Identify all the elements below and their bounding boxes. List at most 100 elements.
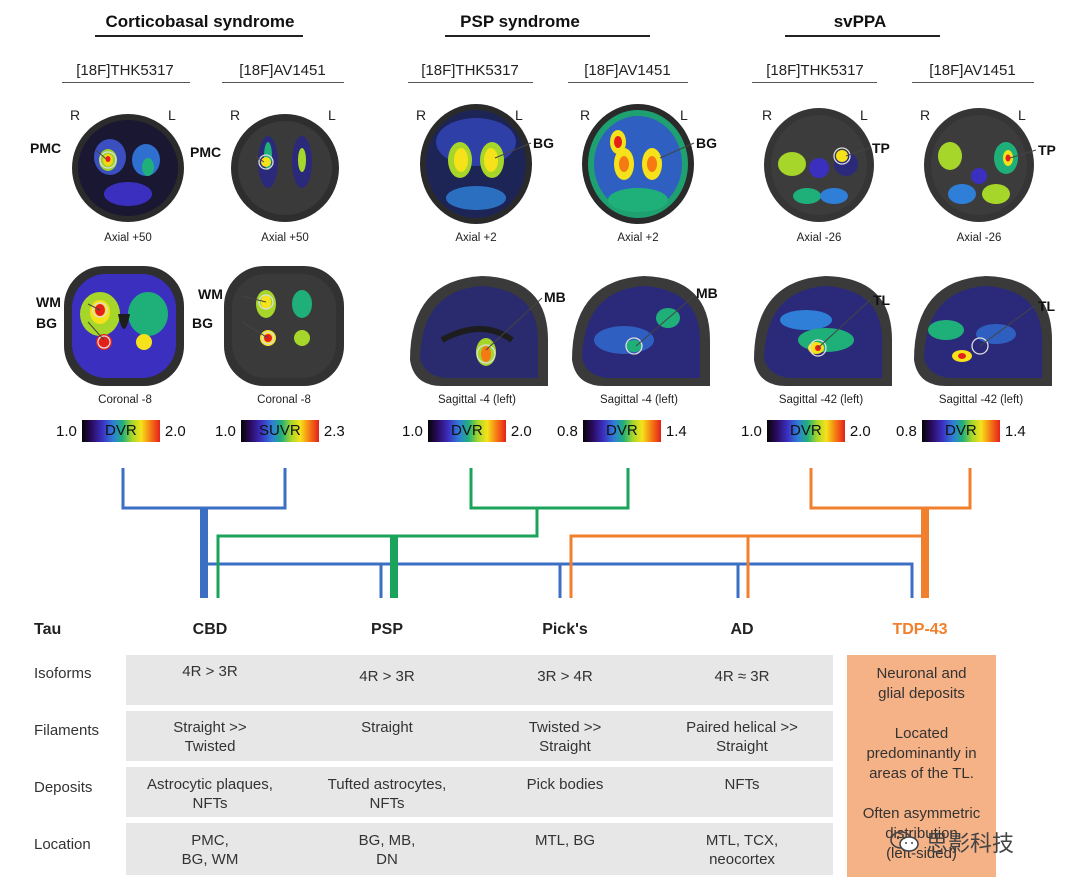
region-label-bg: BG [696,135,717,151]
tdp43-description-box [847,655,996,877]
tdp43-description-text: Neuronal and glial deposits Located pred… [862,665,981,862]
region-label-mb: MB [696,285,718,301]
region-label-wm: WM [198,286,223,302]
wechat-icon [890,831,919,852]
region-label-pmc: PMC [30,140,62,156]
colorbar-label: DVR [105,422,137,439]
slice-caption: Axial +50 [104,232,152,244]
tracer-label: [18F]THK5317 [421,62,519,79]
slice-caption: Axial +2 [455,232,497,244]
brain-scan-axial-cbs-thk [72,114,184,222]
colorbar-gradient: SUVR [240,420,319,442]
watermark: 思影科技 [890,826,1014,858]
table-cell: MTL, BG [534,832,595,849]
table-cell: PMC, BG, WM [181,832,239,868]
colorbar: 1.0 DVR 2.0 [741,420,871,442]
colorbar-min: 1.0 [56,422,77,440]
table-corner-label: Tau [34,621,62,638]
colorbar-max: 2.0 [164,422,186,440]
region-label-bg: BG [36,315,57,331]
tracer-label: [18F]THK5317 [76,62,174,79]
slice-caption: Sagittal -4 (left) [438,394,516,406]
slice-caption: Axial -26 [796,232,842,244]
brain-scan-axial-psp-thk [420,104,532,224]
colorbar-gradient: DVR [582,420,661,442]
row-label: Location [34,836,91,853]
region-label-mb: MB [544,289,566,305]
column-header: AD [730,621,754,638]
tracer-label: [18F]AV1451 [929,62,1016,79]
table-cell: Astrocytic plaques, NFTs [147,776,273,812]
brain-scan-axial-cbs-av [231,114,339,222]
tracer-rule [222,82,344,83]
slice-caption: Coronal -8 [98,394,152,406]
orientation-right: R [580,107,591,123]
slice-caption: Sagittal -42 (left) [938,394,1024,406]
table-cell: BG, MB, DN [358,832,416,868]
table-cell: 4R > 3R [182,663,238,680]
colorbar-max: 2.3 [323,422,345,440]
colorbar-max: 1.4 [1004,422,1026,440]
table-row-band [126,823,833,875]
column-header: PSP [370,621,403,638]
group-title-cbs: Corticobasal syndrome [105,12,295,31]
region-label-bg: BG [533,135,554,151]
orientation-right: R [230,107,241,123]
tracer-label: [18F]AV1451 [239,62,326,79]
table-cell: Pick bodies [526,776,604,793]
colorbar-gradient: DVR [921,420,1000,442]
brain-scan-axial-psp-av [582,104,694,224]
slice-caption: Sagittal -4 (left) [600,394,678,406]
colorbar: 1.0 DVR 2.0 [402,420,532,442]
brain-scan-axial-svppa-av [924,108,1034,222]
brain-scan-sagittal-psp-av [572,276,710,386]
table-cell: Tufted astrocytes, NFTs [327,776,447,812]
group-rule-psp [445,35,650,37]
table-row-band [126,655,833,705]
table-cell: Straight >> Twisted [173,719,247,755]
colorbar: 0.8 DVR 1.4 [896,420,1026,442]
brain-scan-sagittal-svppa-av [914,276,1052,386]
region-label-tl: TL [873,292,891,308]
colorbar-label: DVR [790,422,822,439]
colorbar-min: 0.8 [896,422,917,440]
group-rule-cbs [95,35,303,37]
slice-caption: Coronal -8 [257,394,311,406]
region-label-bg: BG [192,315,213,331]
tracer-label: [18F]THK5317 [766,62,864,79]
table-cell: 4R ≈ 3R [714,668,770,685]
brain-scan-sagittal-psp-thk [410,276,548,386]
column-header: CBD [192,621,228,638]
tracer-rule [912,82,1034,83]
orientation-left: L [515,107,523,123]
colorbar-max: 1.4 [665,422,687,440]
region-label-wm: WM [36,294,61,310]
colorbar-min: 1.0 [215,422,236,440]
colorbar-label: DVR [606,422,638,439]
orientation-left: L [328,107,336,123]
tracer-rule [752,82,877,83]
colorbar-min: 0.8 [557,422,578,440]
column-header: Pick's [542,621,588,638]
region-label-tp: TP [872,140,890,156]
group-title-svppa: svPPA [833,12,887,31]
colorbar-gradient: DVR [766,420,845,442]
slice-caption: Axial -26 [956,232,1002,244]
table-row-band [126,711,833,761]
orientation-right: R [70,107,81,123]
colorbar-label: DVR [945,422,977,439]
tracer-rule [568,82,688,83]
slice-caption: Sagittal -42 (left) [778,394,864,406]
pathology-connector-tree [121,468,972,598]
orientation-left: L [168,107,176,123]
tracer-label: [18F]AV1451 [584,62,671,79]
orientation-left: L [860,107,868,123]
slice-caption: Axial +2 [617,232,659,244]
colorbar-max: 2.0 [849,422,871,440]
orientation-right: R [416,107,427,123]
table-cell: 3R > 4R [537,668,593,685]
region-label-tl: TL [1038,298,1056,314]
tracer-rule [62,82,190,83]
colorbar-gradient: DVR [427,420,506,442]
colorbar-label: SUVR [259,422,301,439]
